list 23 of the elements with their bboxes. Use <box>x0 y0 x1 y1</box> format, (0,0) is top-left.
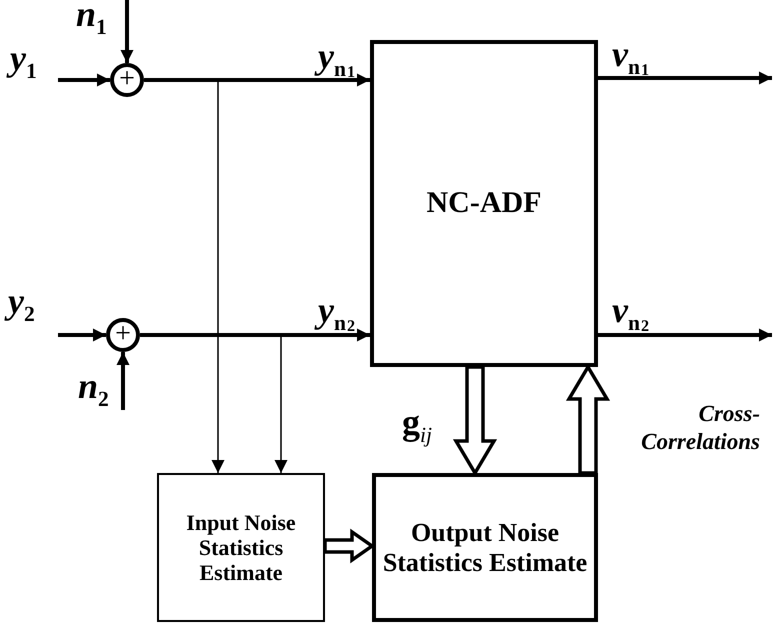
block-label: Input Noise Statistics Estimate <box>185 510 297 586</box>
signal-label: n$_{1}$ <box>76 0 107 39</box>
summing-junction <box>110 63 144 97</box>
plus-sign: + <box>115 320 131 348</box>
process-box <box>372 473 598 622</box>
arrow <box>140 334 288 473</box>
summing-junction <box>106 318 140 352</box>
block-label: Output Noise Statistics Estimate <box>382 518 588 578</box>
arrow <box>116 352 130 410</box>
signal-label: n$_{2}$ <box>78 368 109 411</box>
arrow <box>120 0 134 63</box>
arrow <box>598 72 772 84</box>
signal-label: g$_{ij}$ <box>402 404 432 447</box>
arrow <box>58 74 110 86</box>
process-box <box>370 40 598 367</box>
block-label: NC-ADF <box>426 186 542 221</box>
arrow <box>144 74 370 86</box>
process-box <box>157 473 325 622</box>
arrow <box>598 328 772 342</box>
plus-sign: + <box>119 64 135 92</box>
signal-label: Cross-Correlations <box>640 400 760 456</box>
arrow <box>140 328 370 342</box>
arrow <box>58 328 106 342</box>
